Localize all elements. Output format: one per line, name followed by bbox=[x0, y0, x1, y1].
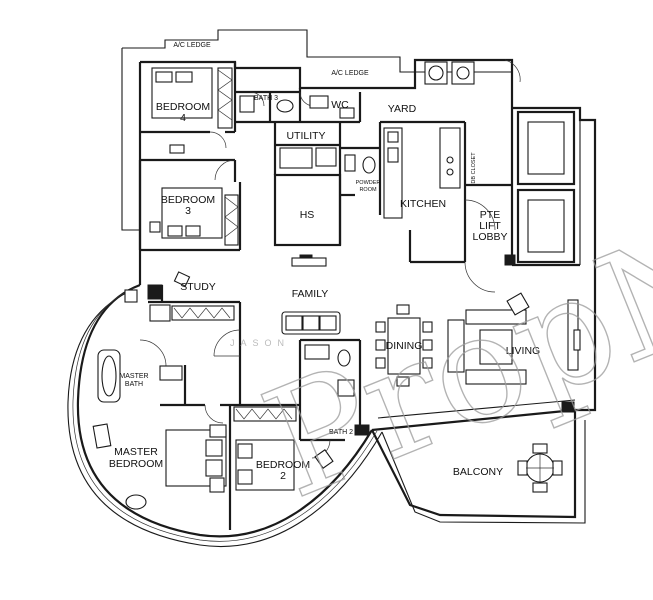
label-balcony: BALCONY bbox=[453, 466, 503, 478]
label-ac-ledge-1: A/C LEDGE bbox=[173, 42, 211, 49]
label-master-bath-2: BATH bbox=[125, 381, 143, 388]
label-kitchen: KITCHEN bbox=[400, 198, 446, 210]
label-bedroom2: BEDROOM bbox=[256, 459, 310, 471]
furniture bbox=[92, 61, 581, 510]
label-master-bedroom: MASTER bbox=[114, 446, 158, 458]
watermark-text: PropN bbox=[243, 188, 653, 533]
label-living: LIVING bbox=[506, 345, 540, 357]
label-bedroom2-num: 2 bbox=[280, 470, 286, 482]
label-bedroom3-num: 3 bbox=[185, 205, 191, 217]
watermark: PropN JASON bbox=[230, 187, 653, 533]
label-study: STUDY bbox=[180, 281, 216, 293]
label-yard: YARD bbox=[388, 103, 417, 115]
label-master-bath: MASTER bbox=[119, 373, 148, 380]
label-family: FAMILY bbox=[292, 288, 329, 300]
label-ac-ledge-2: A/C LEDGE bbox=[331, 70, 369, 77]
label-hs: HS bbox=[300, 209, 315, 221]
internal-walls bbox=[138, 62, 580, 530]
label-db-closet: DB CLOSET bbox=[471, 152, 477, 184]
label-bath3: BATH 3 bbox=[254, 95, 278, 102]
label-powder-room: ROOM bbox=[359, 187, 377, 193]
label-master-bedroom-2: BEDROOM bbox=[109, 458, 163, 470]
label-powder: POWDER bbox=[356, 180, 381, 186]
label-dining: DINING bbox=[386, 340, 423, 352]
room-labels: A/C LEDGE A/C LEDGE BEDROOM 4 BATH 3 WC … bbox=[109, 42, 540, 482]
label-pte: PTE bbox=[480, 209, 500, 221]
watermark-sub: JASON bbox=[230, 338, 290, 348]
label-lobby: LOBBY bbox=[472, 231, 507, 243]
label-lift: LIFT bbox=[479, 220, 501, 232]
label-bath2: BATH 2 bbox=[329, 429, 353, 436]
label-bedroom3: BEDROOM bbox=[161, 194, 215, 206]
label-wc: WC bbox=[331, 99, 349, 111]
label-bedroom4-num: 4 bbox=[180, 112, 186, 124]
label-bedroom4: BEDROOM bbox=[156, 101, 210, 113]
label-utility: UTILITY bbox=[286, 130, 325, 142]
